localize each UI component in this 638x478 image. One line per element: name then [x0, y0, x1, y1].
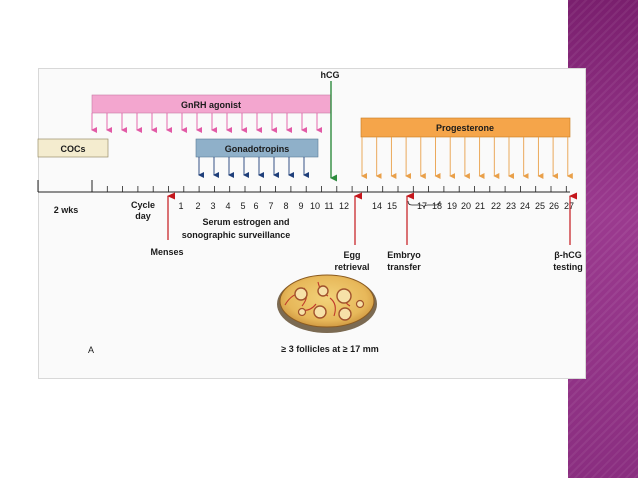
- gnrh-agonist-bar: GnRH agonist: [91, 94, 332, 133]
- follicle: [313, 305, 327, 319]
- gnrh-agonist-label: GnRH agonist: [181, 100, 241, 110]
- surveillance-label-line1: Serum estrogen and: [202, 217, 289, 227]
- follicle: [297, 307, 307, 317]
- day-label: 2: [195, 201, 200, 211]
- day-label: 22: [491, 201, 501, 211]
- cycle-day-label-line2: day: [135, 211, 151, 221]
- day-label: 10: [310, 201, 320, 211]
- day-label: 12: [339, 201, 349, 211]
- day-label: 9: [298, 201, 303, 211]
- ovary-illustration: [277, 274, 377, 333]
- follicle: [338, 307, 352, 321]
- day-label: 25: [535, 201, 545, 211]
- egg-retrieval-label-line1: Egg: [344, 250, 361, 260]
- follicle: [336, 288, 352, 304]
- day-label: 11: [324, 201, 333, 211]
- day-label: 4: [225, 201, 230, 211]
- day-label: 26: [549, 201, 559, 211]
- gonadotropins-bar-fill: [195, 138, 319, 158]
- follicle: [355, 299, 365, 309]
- day-label: 3: [210, 201, 215, 211]
- cycle-day-label-line1: Cycle: [131, 200, 155, 210]
- day-label: 7: [268, 201, 273, 211]
- follicle-set: [294, 285, 365, 321]
- follicle: [294, 287, 308, 301]
- progesterone-bar-fill: [360, 117, 571, 138]
- progesterone-label: Progesterone: [436, 123, 494, 133]
- egg-retrieval-label-line2: retrieval: [334, 262, 369, 272]
- day-label: 20: [461, 201, 471, 211]
- cocs-duration-bracket: [37, 180, 93, 192]
- hcg-label: hCG: [321, 70, 340, 80]
- day-label: 23: [506, 201, 516, 211]
- day-label: 1: [178, 201, 183, 211]
- cocs-label: COCs: [60, 144, 85, 154]
- embryo-transfer-label-line2: transfer: [387, 262, 421, 272]
- follicle: [317, 285, 329, 297]
- bhcg-testing-label-line2: testing: [553, 262, 583, 272]
- cocs-duration-label: 2 wks: [54, 205, 79, 215]
- follicle-criterion-label: ≥ 3 follicles at ≥ 17 mm: [281, 344, 378, 354]
- embryo-transfer-window-brace: [407, 200, 441, 209]
- day-label: 17: [417, 201, 427, 211]
- menses-label: Menses: [150, 247, 183, 257]
- day-label: 5: [240, 201, 245, 211]
- day-label: 19: [447, 201, 457, 211]
- day-label: 8: [283, 201, 288, 211]
- gonadotropins-arrow-set: [198, 157, 309, 178]
- embryo-transfer-label-line1: Embryo: [387, 250, 421, 260]
- cocs-bar: [37, 138, 109, 158]
- progesterone-bar: Progesterone: [360, 117, 573, 179]
- progesterone-arrow-set: [361, 137, 573, 179]
- day-label: 15: [387, 201, 397, 211]
- day-label: 27: [564, 201, 574, 211]
- gonadotropins-label: Gonadotropins: [225, 144, 290, 154]
- day-label: 6: [253, 201, 258, 211]
- day-label: 24: [520, 201, 530, 211]
- day-label: 14: [372, 201, 382, 211]
- bhcg-testing-label-line1: β-hCG: [554, 250, 582, 260]
- timeline-tick-set: [91, 186, 567, 192]
- gnrh-arrow-set: [91, 113, 322, 133]
- day-label: 18: [432, 201, 442, 211]
- surveillance-label-line2: sonographic surveillance: [182, 230, 291, 240]
- gonadotropins-bar: Gonadotropins: [195, 138, 319, 178]
- panel-letter: A: [88, 345, 94, 355]
- day-label: 21: [475, 201, 485, 211]
